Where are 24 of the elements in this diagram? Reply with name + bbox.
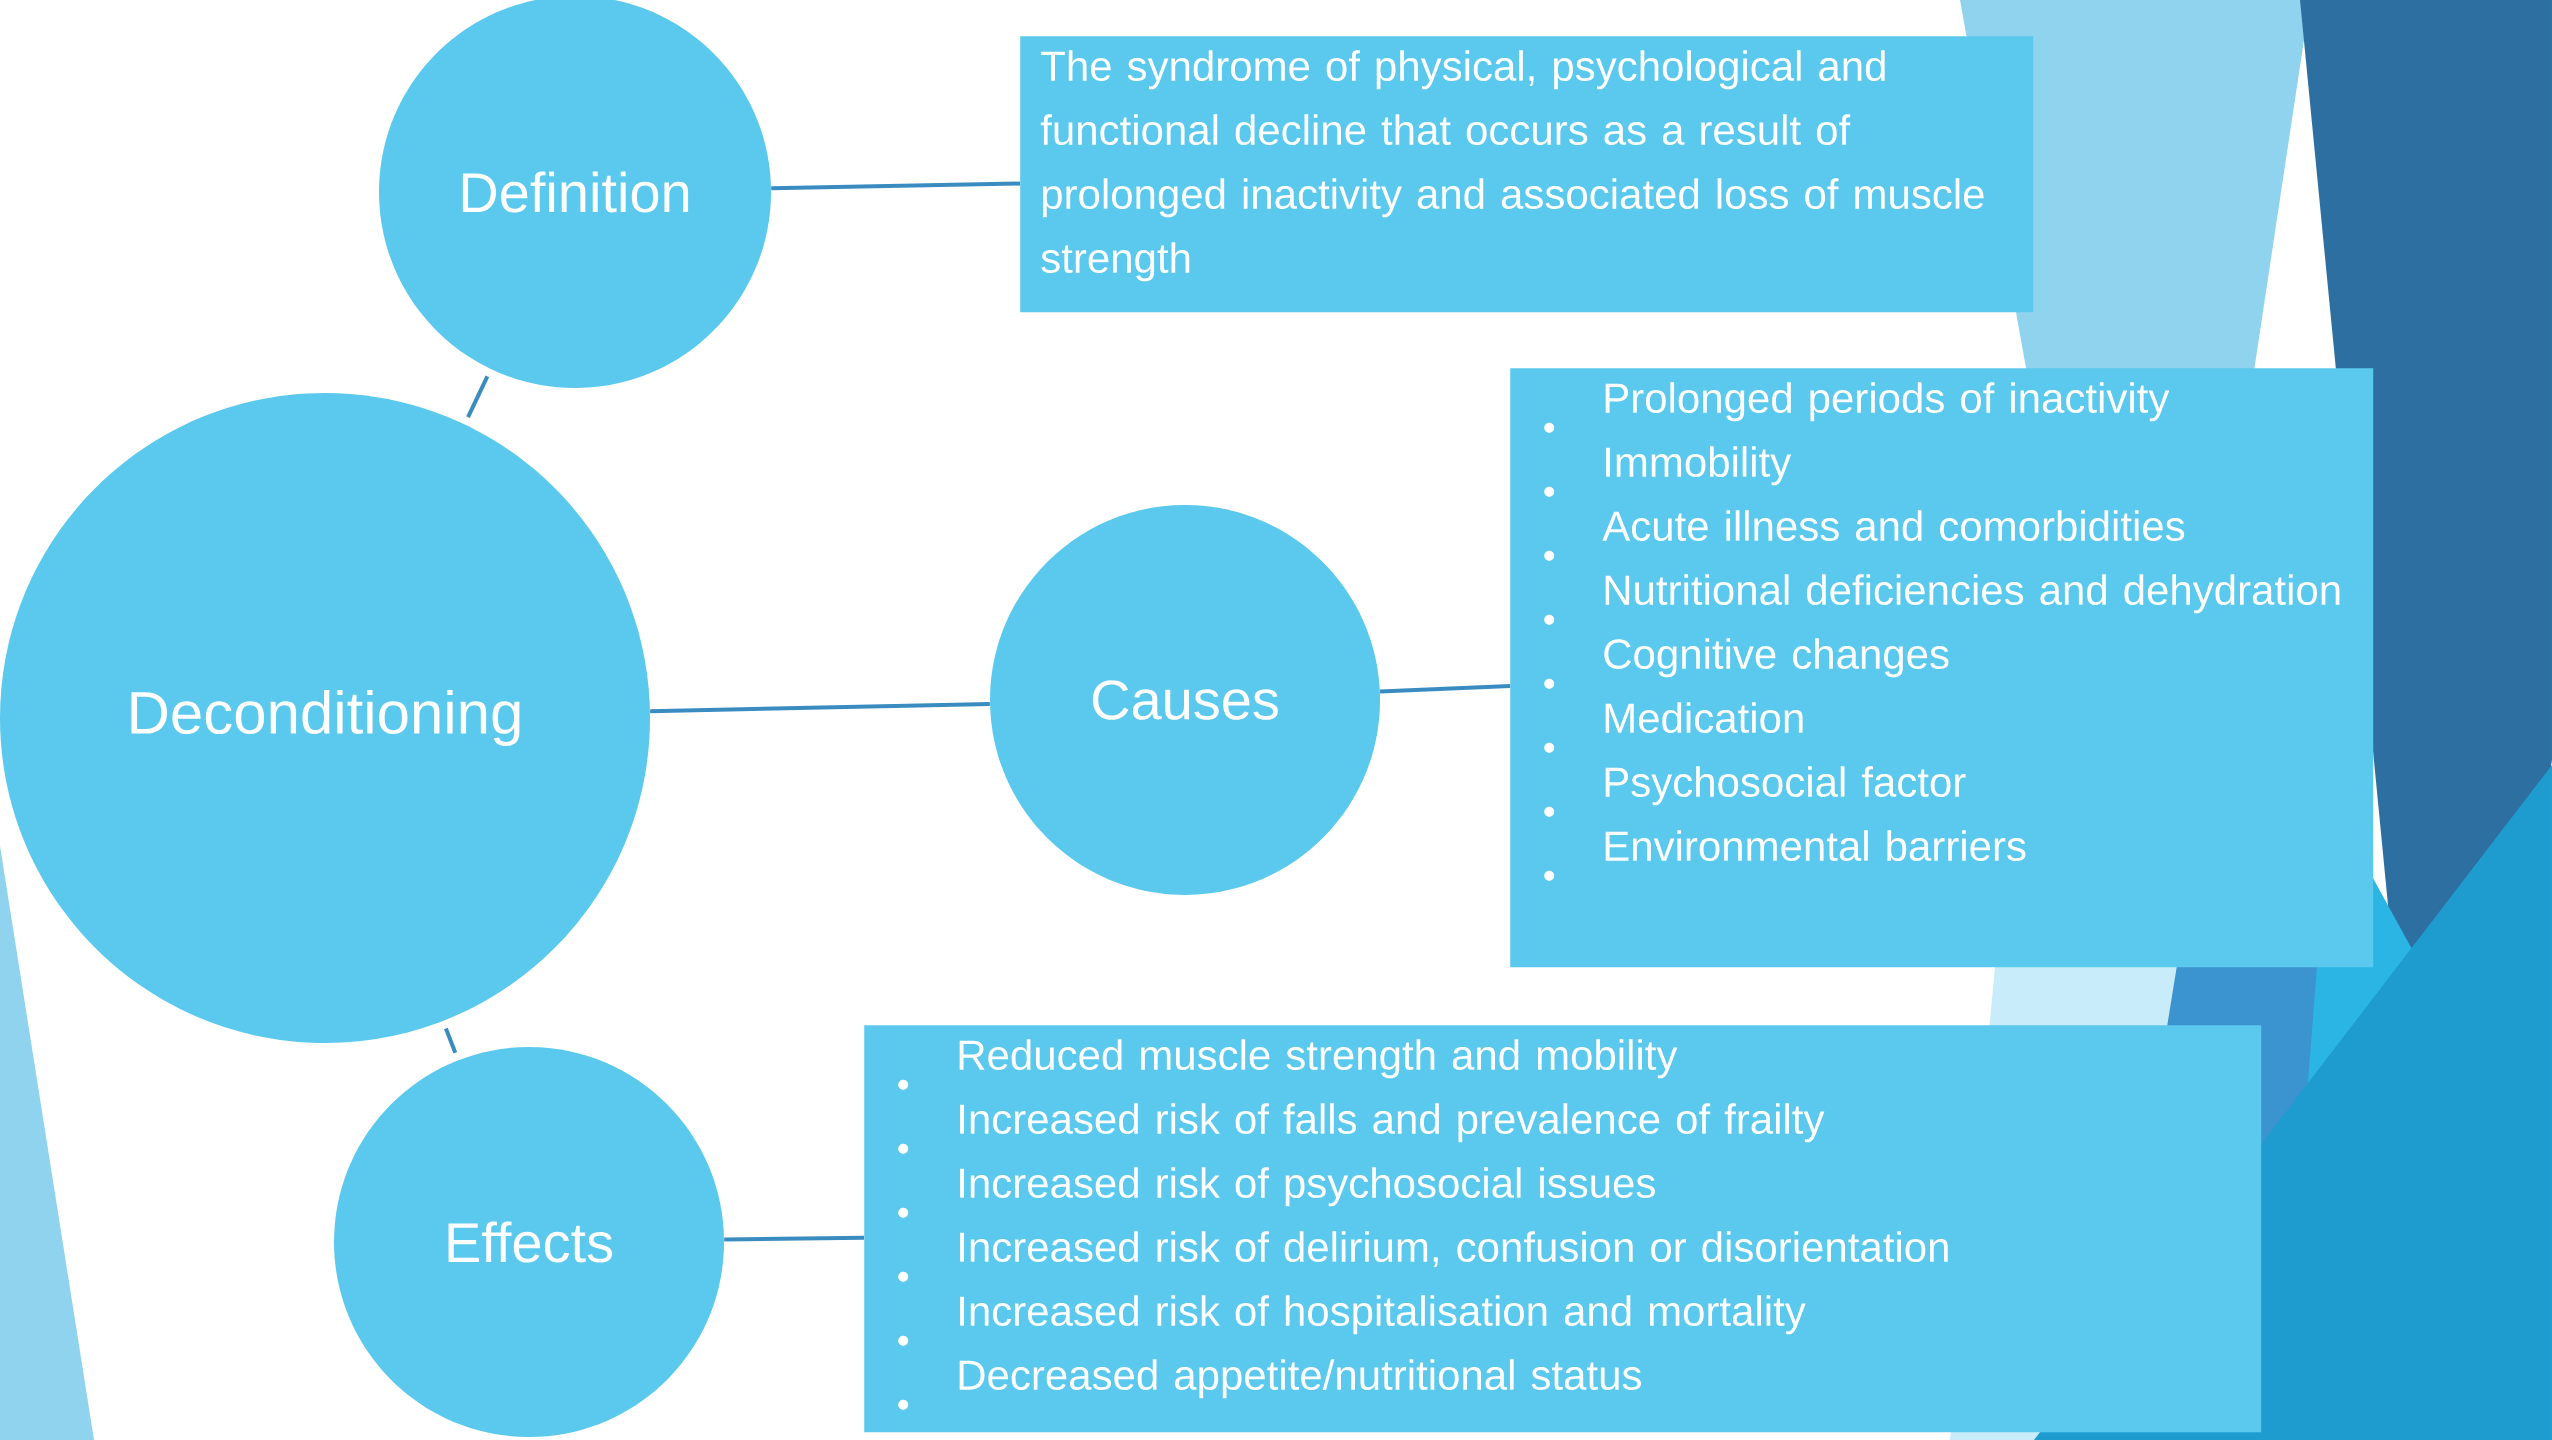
list-item: Prolonged periods of inactivity — [1544, 382, 2170, 433]
text-box — [1020, 36, 2034, 313]
connector-line — [466, 375, 490, 418]
list-item: Decreased appetite/nutritional status — [898, 1359, 1641, 1410]
list-item: Reduced muscle strength and mobility — [898, 1039, 1678, 1090]
definition-text: The syndrome of physical, psychological and functional decline that occurs as a result of prolonged inactivity and associated loss of muscle strength — [1040, 50, 1984, 282]
list-item: Environmental barriers — [1544, 830, 2026, 881]
list-item: Psychosocial factor — [1544, 766, 1966, 817]
list-item: Immobility — [1544, 446, 1792, 497]
list-item: Increased risk of falls and prevalence of frailty — [898, 1103, 1825, 1154]
list-item: Acute illness and comorbidities — [1544, 510, 2185, 561]
list-item: Cognitive changes — [1544, 638, 1949, 689]
connector-line — [771, 181, 1021, 191]
list-item: Increased risk of psychosocial issues — [898, 1167, 1655, 1218]
list-item: Medication — [1544, 702, 1803, 753]
list-item: Increased risk of hospitalisation and mortality — [898, 1295, 1806, 1346]
connector-line — [1379, 684, 1511, 694]
text-box — [1510, 368, 2374, 968]
connector-line — [724, 1235, 865, 1242]
connector-line — [444, 1027, 458, 1054]
list-item: Increased risk of delirium, confusion or disorientation — [898, 1231, 1948, 1282]
list-item: Nutritional deficiencies and dehydration — [1544, 574, 2340, 625]
connector-line — [650, 702, 990, 714]
text-box — [864, 1025, 2262, 1433]
